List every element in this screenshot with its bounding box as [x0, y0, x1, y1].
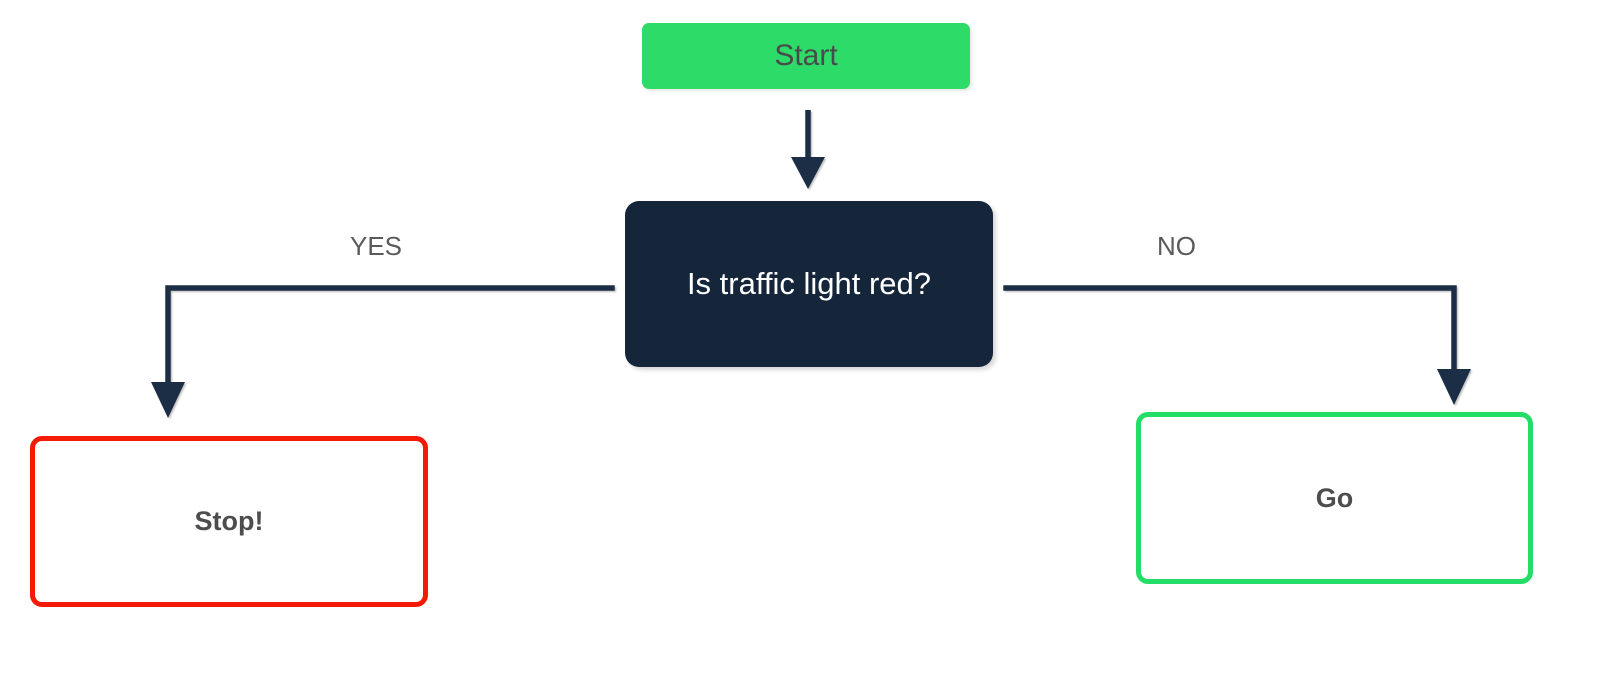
node-start-label: Start: [774, 39, 838, 72]
node-decision-traffic-light[interactable]: Is traffic light red?: [625, 201, 993, 367]
arrowhead-down-icon: [151, 382, 185, 418]
node-decision-label: Is traffic light red?: [686, 266, 932, 302]
arrowhead-down-icon: [1437, 369, 1471, 405]
node-stop[interactable]: Stop!: [30, 436, 428, 607]
edge-start-to-decision: [791, 110, 825, 189]
arrowhead-down-icon: [791, 157, 825, 189]
node-start[interactable]: Start: [642, 23, 970, 89]
edge-decision-to-stop: [151, 285, 615, 418]
node-stop-label: Stop!: [194, 506, 264, 537]
node-go-label: Go: [1315, 482, 1354, 513]
edge-label-yes: YES: [350, 231, 403, 261]
node-go[interactable]: Go: [1136, 412, 1533, 584]
edge-label-no: NO: [1157, 231, 1196, 261]
edge-decision-to-go: [1003, 285, 1471, 405]
